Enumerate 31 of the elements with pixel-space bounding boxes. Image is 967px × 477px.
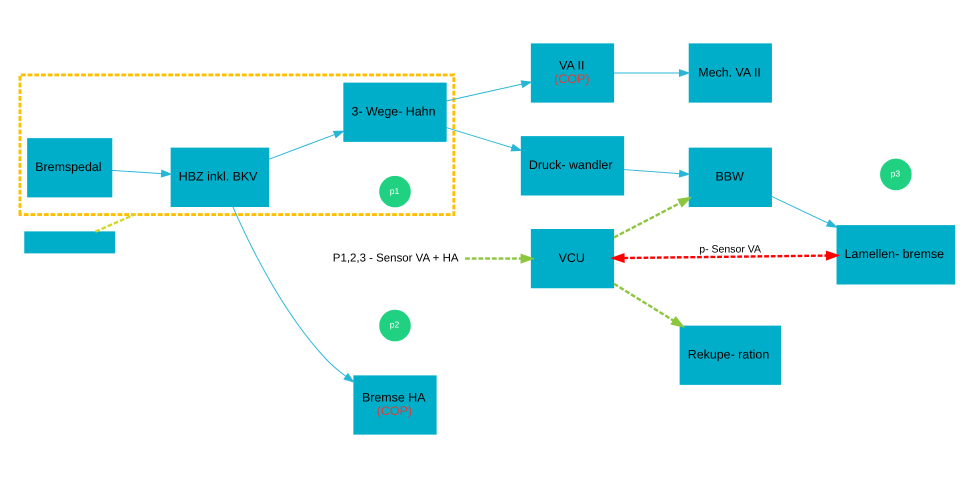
node-box: Bremspedal [27, 138, 112, 197]
node-box: BBW [688, 147, 772, 206]
arrow [268, 130, 345, 160]
cluster [18, 72, 456, 216]
node-text: P1,2,3 - Sensor VA + HA [332, 252, 459, 264]
arrow [613, 282, 686, 328]
arrow [614, 68, 690, 77]
node-box: Bremse HA (COP) [353, 374, 437, 434]
arrow [446, 126, 523, 151]
arrow [232, 206, 355, 382]
node-circle: p3 [880, 158, 912, 190]
node-box: Mech. VA II [688, 42, 772, 102]
arrow [613, 196, 692, 238]
arrow [446, 80, 533, 101]
arrow [465, 253, 535, 264]
node-box: VA II (COP) [530, 42, 614, 102]
node-box: Rekupe- ration [680, 325, 782, 384]
arrow [610, 250, 840, 263]
node-circle: p2 [379, 309, 411, 341]
connector [94, 213, 135, 232]
node-box [24, 230, 116, 253]
node-box: HBZ inkl. BKV [170, 147, 270, 206]
arrow [771, 195, 838, 228]
arrow [112, 169, 172, 178]
node-box: VCU [530, 228, 614, 288]
node-box: 3- Wege- Hahn [343, 82, 447, 142]
node-box: Druck- wandler [520, 136, 624, 195]
node-box: Lamellen- bremse [836, 224, 956, 284]
arrow [624, 168, 691, 178]
edge-label: p- Sensor VA [699, 243, 762, 256]
node-circle: p1 [379, 175, 411, 207]
